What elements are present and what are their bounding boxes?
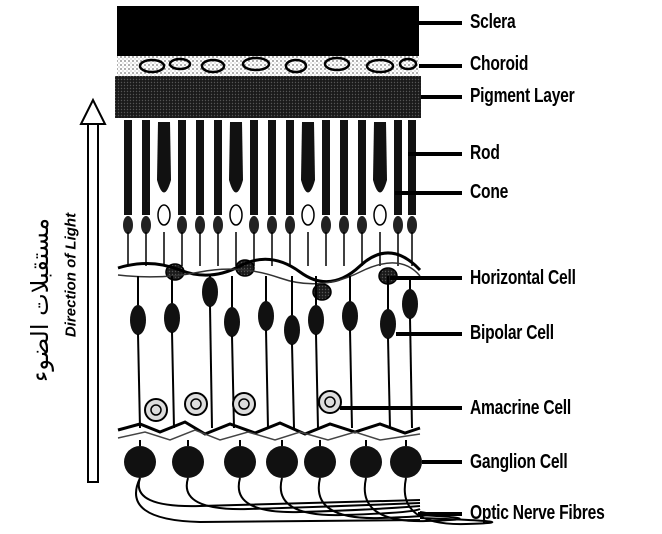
label-pigment: Pigment Layer xyxy=(470,86,574,106)
amacrine-cell xyxy=(145,399,167,421)
label-sclera: Sclera xyxy=(470,12,515,32)
ganglion-cell xyxy=(266,446,298,478)
pigment-band xyxy=(115,76,421,118)
sclera-band xyxy=(117,6,419,56)
amacrine-cell xyxy=(185,393,207,415)
label-optic: Optic Nerve Fibres xyxy=(470,503,605,523)
label-rod: Rod xyxy=(470,143,500,163)
amacrine-cell xyxy=(233,393,255,415)
label-cone: Cone xyxy=(470,182,508,202)
ganglion-cell xyxy=(172,446,204,478)
label-horizontal: Horizontal Cell xyxy=(470,268,576,288)
ganglion-cell xyxy=(350,446,382,478)
ganglion-cell xyxy=(224,446,256,478)
ganglion-cell xyxy=(124,446,156,478)
bipolar-cell xyxy=(258,276,274,428)
direction-of-light-arrow xyxy=(81,100,105,482)
label-choroid: Choroid xyxy=(470,54,528,74)
choroid-band xyxy=(117,56,419,76)
ganglion-cell xyxy=(304,446,336,478)
label-amacrine: Amacrine Cell xyxy=(470,398,571,418)
bipolar-cell xyxy=(380,276,396,428)
inner-plexiform-layer xyxy=(118,422,420,434)
bipolar-cell xyxy=(130,276,146,428)
ganglion-cell xyxy=(390,446,422,478)
ganglion-cells xyxy=(124,440,422,478)
bipolar-cell xyxy=(402,276,418,428)
bipolar-cell xyxy=(284,276,300,428)
optic-nerve-fibres xyxy=(136,478,492,524)
direction-of-light-label: Direction of Light xyxy=(63,213,80,337)
bipolar-cells xyxy=(130,276,418,428)
photoreceptors-arabic-label: مستقبلات الضوء xyxy=(26,218,54,382)
amacrine-cell xyxy=(319,391,341,413)
label-ganglion: Ganglion Cell xyxy=(470,452,568,472)
bipolar-cell xyxy=(342,276,358,428)
label-bipolar: Bipolar Cell xyxy=(470,323,554,343)
